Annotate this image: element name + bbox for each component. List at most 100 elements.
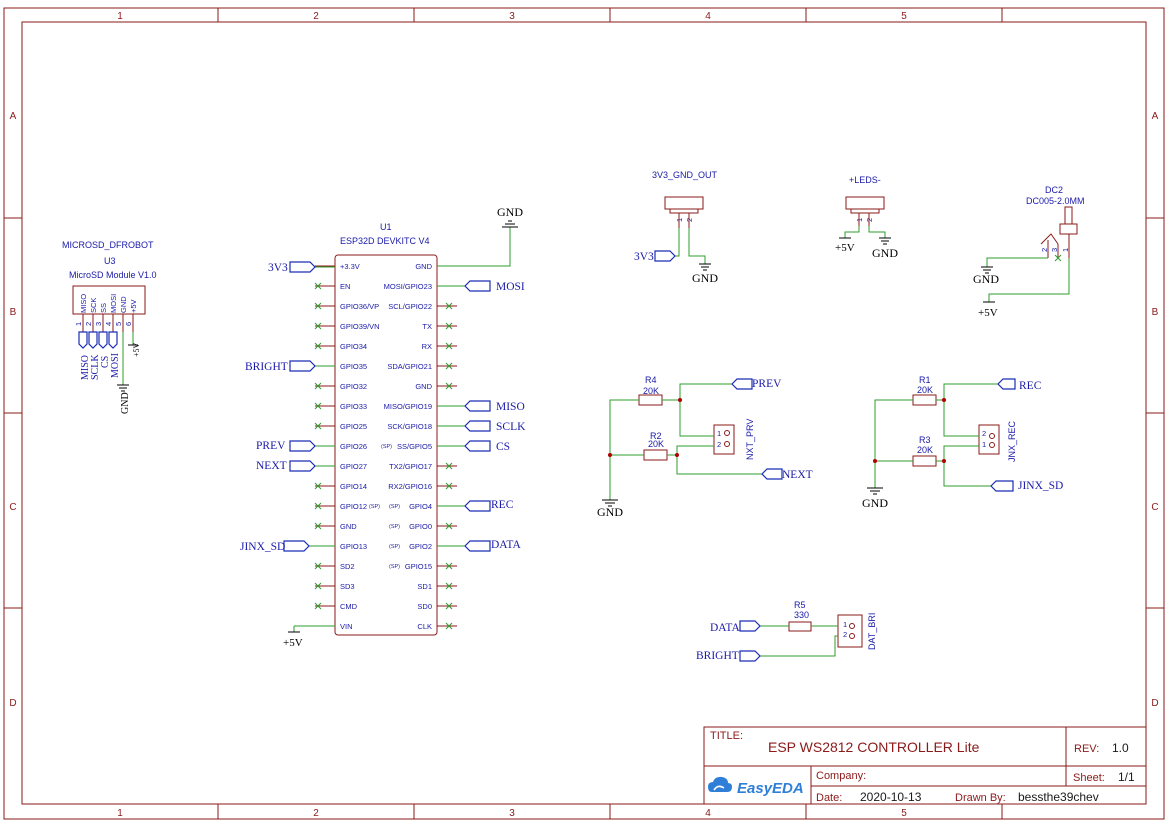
no-connect-mark <box>314 302 322 310</box>
dc-net-5v: +5V <box>978 307 998 319</box>
row-label: D <box>1151 698 1158 709</box>
row-labels-left: A B C D <box>9 111 16 709</box>
jnx-rec-pin: 1 <box>982 440 986 449</box>
rec-jinx-block[interactable]: R1 20K R3 20K 2 1 JNX_REC GND REC JINX_S… <box>862 375 1063 510</box>
esp-left-pin-label: +3.3V <box>340 262 360 271</box>
esp-right-pin-label: RX <box>422 342 432 351</box>
nxt-prv-name: NXT_PRV <box>745 419 755 460</box>
no-connect-mark <box>445 622 453 630</box>
esp-left-pin-label: GPIO33 <box>340 402 367 411</box>
no-connect-mark <box>445 362 453 370</box>
col-label: 3 <box>509 808 515 819</box>
esp-right-pin-label: GPIO2 <box>409 542 432 551</box>
connector-leds[interactable]: +LEDS- 1 2 +5V GND <box>835 175 898 260</box>
sd-pin-name: GND <box>119 296 128 313</box>
date-value: 2020-10-13 <box>860 790 922 804</box>
esp-left-pin-label: GPIO14 <box>340 482 367 491</box>
esp-net-gnd: GND <box>497 205 523 219</box>
esp-sp-tag: (SP) <box>389 544 400 550</box>
dat-bri-connector[interactable] <box>837 614 863 648</box>
esp-left-pin-label: GND <box>340 522 357 531</box>
esp-left-pin-label: GPIO13 <box>340 542 367 551</box>
esp-left-pin-label: GPIO34 <box>340 342 367 351</box>
no-connect-mark <box>314 482 322 490</box>
no-connect-mark <box>314 502 322 510</box>
sd-net-sclk: SCLK <box>90 354 101 380</box>
data-bright-block[interactable]: R5 330 1 2 DAT_BRI DATA BRIGHT <box>696 600 877 662</box>
esp-net-jinx: JINX_SD <box>240 541 285 553</box>
esp-right-pin-label: SS/GPIO5 <box>397 442 432 451</box>
esp-left-pin-label: SD3 <box>340 582 355 591</box>
prv-net-gnd: GND <box>597 505 623 519</box>
sd-net-gnd: GND <box>120 392 131 414</box>
esp-right-pin-label: TX2/GPIO17 <box>389 462 432 471</box>
no-connect-mark <box>314 382 322 390</box>
col-label: 4 <box>705 808 711 819</box>
esp-net-cs: CS <box>496 441 510 453</box>
sheet-border <box>3 7 1165 820</box>
sheet-value: 1/1 <box>1118 770 1135 784</box>
nxt-prv-pin: 1 <box>717 429 721 438</box>
resistor-r3[interactable] <box>912 455 937 467</box>
leds-net-gnd: GND <box>872 246 898 260</box>
drawn-by-value: bessthe39chev <box>1018 790 1099 804</box>
rec-net-rec: REC <box>1019 380 1042 392</box>
no-connect-mark <box>445 382 453 390</box>
sd-pin-number: 1 <box>74 322 83 326</box>
esp-sp-tag: (SP) <box>381 444 392 450</box>
esp32-u1[interactable]: U1 ESP32D DEVKITC V4 +3.3VENGPIO36/VPGPI… <box>240 205 526 649</box>
company-label: Company: <box>816 770 866 782</box>
resistor-r4[interactable] <box>638 394 663 406</box>
esp-right-pin-label: GND <box>415 262 432 271</box>
resistor-r5[interactable] <box>788 621 812 632</box>
leds-conn-name: +LEDS- <box>849 175 881 185</box>
esp-left-pin-label: GPIO26 <box>340 442 367 451</box>
dat-bri-name: DAT_BRI <box>867 613 877 650</box>
r4-ref: R4 <box>645 375 657 385</box>
sd-net-5v: +5V <box>132 342 141 357</box>
dc-pin-number: 3 <box>1050 248 1059 252</box>
r2-value: 20K <box>648 439 664 449</box>
esp-right-pin-label: GND <box>415 382 432 391</box>
sd-pin-number: 4 <box>104 322 113 326</box>
dat-net-data: DATA <box>710 622 740 634</box>
sd-pin-name: SCK <box>89 298 98 313</box>
esp-right-pin-label: TX <box>422 322 432 331</box>
nxt-prv-pin: 2 <box>717 440 721 449</box>
esp-left-pin-label: GPIO27 <box>340 462 367 471</box>
r1-ref: R1 <box>919 375 931 385</box>
esp-net-rec: REC <box>491 499 514 511</box>
r5-value: 330 <box>794 610 809 620</box>
col-label: 5 <box>901 808 907 819</box>
no-connect-mark <box>314 322 322 330</box>
esp-right-pin-label: SCL/GPIO22 <box>388 302 432 311</box>
resistor-r1[interactable] <box>912 394 937 406</box>
esp-right-pin-label: GPIO4 <box>409 502 432 511</box>
esp-right-pin-label: RX2/GPIO16 <box>388 482 432 491</box>
esp-net-next: NEXT <box>256 460 287 472</box>
prev-next-block[interactable]: R4 20K R2 20K 1 2 NXT_PRV GND PREV NEXT <box>597 375 813 519</box>
esp-left-pin-label: VIN <box>340 622 353 631</box>
no-connect-mark <box>445 462 453 470</box>
connector-3v3-gnd-out[interactable]: 3V3_GND_OUT 1 2 3V3 GND <box>634 170 718 285</box>
r2-ref: R2 <box>650 431 662 441</box>
jnx-rec-pin: 2 <box>982 429 986 438</box>
rec-net-jinx: JINX_SD <box>1018 480 1063 492</box>
esp-left-pin-label: GPIO39/VN <box>340 322 380 331</box>
esp-net-bright: BRIGHT <box>245 361 288 373</box>
row-label: C <box>1151 502 1158 513</box>
dat-bri-pin: 2 <box>843 630 847 639</box>
leds-net-5v: +5V <box>835 242 855 254</box>
resistor-r2[interactable] <box>643 449 668 461</box>
dc-jack-dc2[interactable]: DC2 DC005-2.0MM 2 3 1 GND +5V <box>973 185 1085 319</box>
microsd-module-u3[interactable]: MICROSD_DFROBOT U3 MicroSD Module V1.0 M… <box>62 240 157 414</box>
no-connect-mark <box>314 282 322 290</box>
esp-right-pin-label: SD1 <box>417 582 432 591</box>
sd-designator: U3 <box>104 256 116 266</box>
sheet-label: Sheet: <box>1073 772 1105 784</box>
col-label: 1 <box>117 808 123 819</box>
dc-pin-number: 2 <box>1040 248 1049 252</box>
sd-pin-name: MOSI <box>109 294 118 313</box>
no-connect-mark <box>445 322 453 330</box>
no-connect-mark <box>445 602 453 610</box>
